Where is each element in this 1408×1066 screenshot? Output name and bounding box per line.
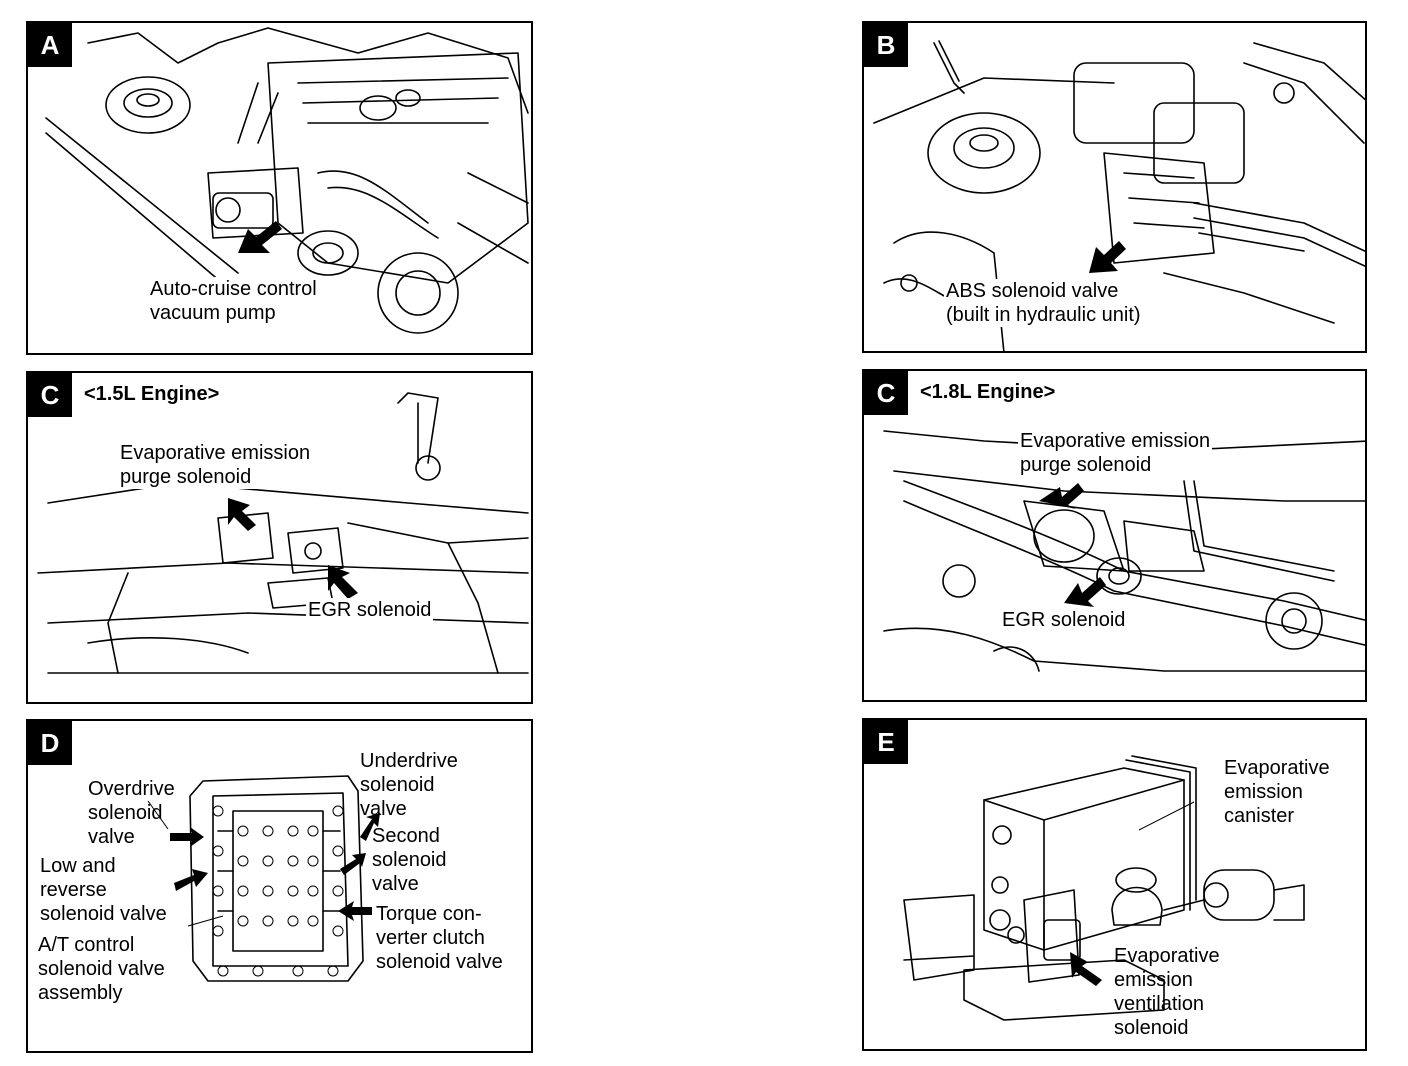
panel-d-badge: D xyxy=(28,721,72,765)
arrow-icon xyxy=(340,853,366,875)
label-underdrive-solenoid: Underdrive solenoid valve xyxy=(360,750,458,820)
arrow-icon xyxy=(1064,577,1106,607)
label-egr-solenoid-1-5l: EGR solenoid xyxy=(306,598,434,622)
label-abs-valve: ABS solenoid valve (built in hydraulic u… xyxy=(944,279,1143,327)
panel-e-illustration xyxy=(903,755,1305,1021)
arrow-icon xyxy=(338,901,372,921)
arrow-icon xyxy=(360,813,380,841)
arrow-icon xyxy=(1089,241,1126,273)
arrow-icon xyxy=(328,565,358,599)
panel-c-1-8l-badge: C xyxy=(864,371,908,415)
panel-b: B ABS solenoid valve (built in hydraulic… xyxy=(862,21,1367,353)
label-at-control-assembly: A/T control solenoid valve assembly xyxy=(38,934,165,1004)
label-low-reverse-solenoid: Low and reverse solenoid valve xyxy=(40,855,167,925)
arrow-icon xyxy=(1039,483,1084,509)
panel-c-1-5l: C <1.5L Engine> Evaporative emission pur… xyxy=(26,371,533,704)
panel-a: A Auto-cruise control vacuum pump xyxy=(26,21,533,355)
panel-c-1-8l: C <1.8L Engine> Evaporative emission pur… xyxy=(862,369,1367,702)
panel-c-1-8l-illustration xyxy=(883,430,1365,672)
arrow-icon xyxy=(238,221,282,253)
panel-a-badge: A xyxy=(28,23,72,67)
panel-c-1-5l-badge: C xyxy=(28,373,72,417)
panel-a-illustration xyxy=(45,27,529,334)
panel-c-1-5l-illustration xyxy=(37,392,529,674)
panel-b-illustration xyxy=(873,40,1365,351)
label-ventilation-solenoid: Evaporative emission ventilation solenoi… xyxy=(1114,945,1220,1039)
label-overdrive-solenoid: Overdrive solenoid valve xyxy=(88,778,175,848)
arrow-icon xyxy=(1070,952,1102,986)
arrow-icon xyxy=(170,827,204,847)
panel-c-1-5l-heading: <1.5L Engine> xyxy=(84,383,220,405)
panel-d: D Overdrive solenoid valve Low and rever… xyxy=(26,719,533,1053)
panel-e: E Evaporative emission canister Evaporat… xyxy=(862,718,1367,1051)
valve-body-bolts xyxy=(212,805,344,977)
label-purge-solenoid-1-5l: Evaporative emission purge solenoid xyxy=(118,441,313,489)
label-canister: Evaporative emission canister xyxy=(1224,757,1330,827)
panel-b-badge: B xyxy=(864,23,908,67)
panel-c-1-8l-heading: <1.8L Engine> xyxy=(920,381,1056,403)
arrow-icon xyxy=(174,869,208,891)
label-torque-converter-solenoid: Torque con- verter clutch solenoid valve xyxy=(376,903,503,973)
panel-e-badge: E xyxy=(864,720,908,764)
arrow-icon xyxy=(228,498,256,531)
panel-d-illustration xyxy=(147,775,380,982)
label-vacuum-pump: Auto-cruise control vacuum pump xyxy=(148,277,319,325)
label-second-solenoid: Second solenoid valve xyxy=(372,825,447,895)
label-egr-solenoid-1-8l: EGR solenoid xyxy=(1000,608,1128,632)
label-purge-solenoid-1-8l: Evaporative emission purge solenoid xyxy=(1018,429,1213,477)
